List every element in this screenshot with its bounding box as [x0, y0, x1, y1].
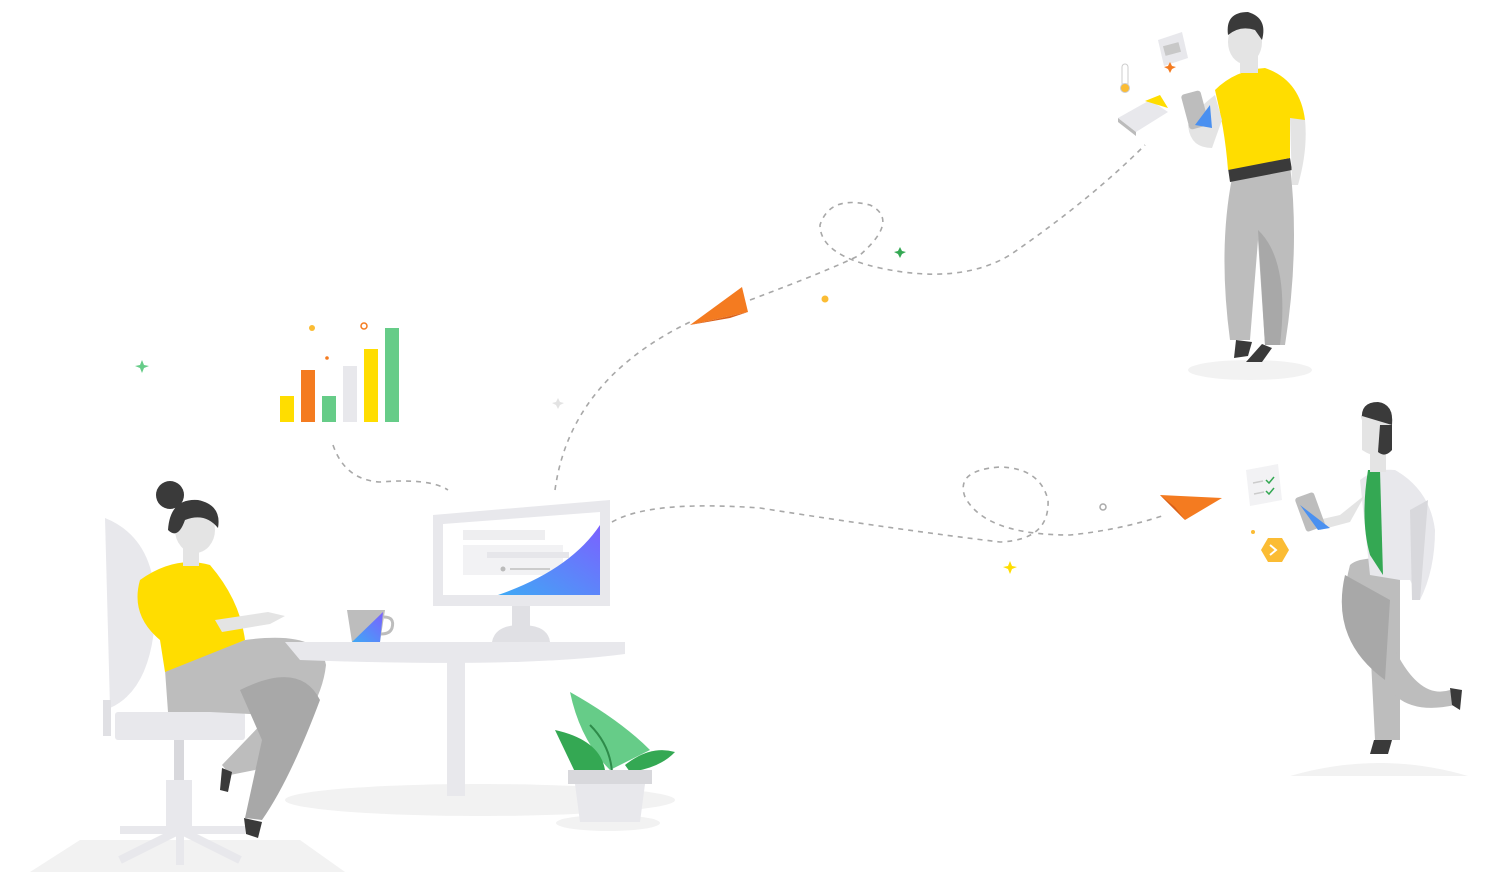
- office-chair: [103, 518, 245, 865]
- sparkle-icon: [135, 247, 1255, 574]
- flight-paths: [332, 144, 1166, 543]
- calendar-icon: [1118, 95, 1168, 136]
- thermometer-icon: [1120, 63, 1130, 93]
- bar-chart-icon: [280, 328, 399, 422]
- paper-plane-icon: [690, 287, 748, 325]
- potted-plant: [555, 692, 675, 822]
- monitor: [433, 500, 610, 642]
- hexagon-badge-icon: [1261, 538, 1289, 562]
- coffee-mug: [347, 610, 395, 642]
- desk: [285, 642, 625, 796]
- checklist-icon: [1246, 464, 1282, 506]
- woman-at-desk: [137, 481, 326, 838]
- smartphone-icon: [1295, 492, 1330, 532]
- man-with-phone-bottom: [1295, 402, 1462, 754]
- man-with-phone-top: [1181, 12, 1306, 362]
- smartphone-icon: [1181, 90, 1212, 130]
- paper-plane-icon: [1160, 495, 1222, 520]
- document-icon: [1158, 32, 1188, 73]
